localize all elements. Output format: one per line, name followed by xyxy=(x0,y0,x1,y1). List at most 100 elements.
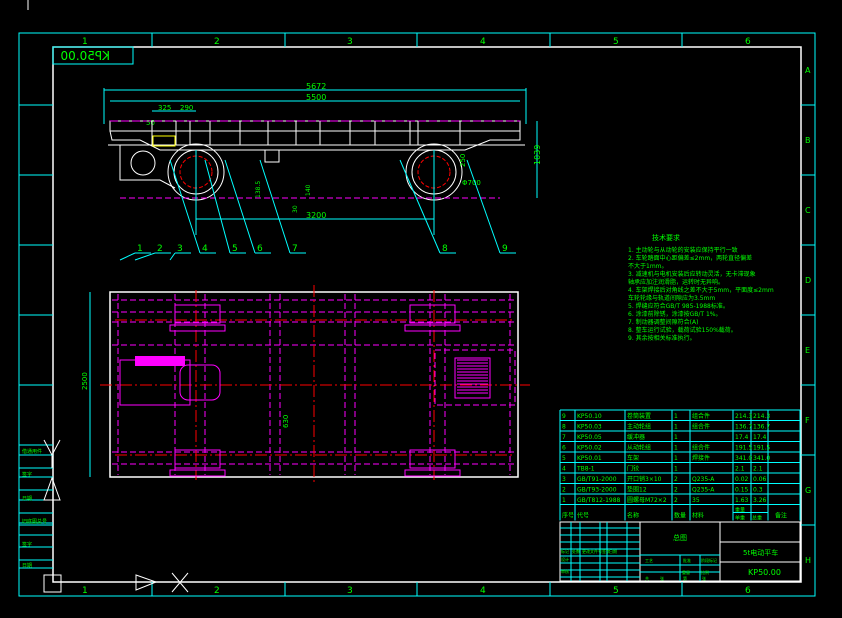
side-block-label: 日期 xyxy=(22,563,32,569)
parts-cell-mat: 组合件 xyxy=(692,423,710,431)
parts-cell-code: GB/T812-1988 xyxy=(577,497,621,504)
drawing-stroke xyxy=(264,149,280,163)
dim-325: 325 xyxy=(158,104,171,112)
dim-wheelbase: 3200 xyxy=(306,211,326,220)
grid-row-label: G xyxy=(805,486,811,495)
drawing-number: KP50.00 xyxy=(748,568,781,577)
grid-col-label: 2 xyxy=(214,37,220,47)
drawing-stroke xyxy=(130,150,156,176)
note-item: 轴承应加注润滑脂，运转时无异响。 xyxy=(628,278,724,286)
parts-cell-unit: 2.1 xyxy=(735,466,745,473)
drawing-stroke xyxy=(109,120,521,132)
parts-cell-qty: 2 xyxy=(674,497,678,504)
mirrored-code: KP50.00 xyxy=(61,49,110,63)
projection-symbol xyxy=(43,439,61,468)
title-block-label: 张 xyxy=(702,575,706,581)
parts-cell-total: 0.3 xyxy=(753,487,763,494)
balloon-label: 4 xyxy=(202,244,208,254)
drawing-stroke xyxy=(135,356,185,366)
parts-header: 材料 xyxy=(692,512,704,520)
drawing-stroke xyxy=(169,469,226,477)
side-block-label: 旧底图总号 xyxy=(22,518,47,525)
grid-row-label: E xyxy=(805,346,810,355)
grid-col-label: 4 xyxy=(480,586,486,596)
title-block-label: 重量 xyxy=(682,569,690,575)
title-block-label: 更改文件号 xyxy=(582,548,602,554)
title-block-label: 批准 xyxy=(683,557,691,563)
drawing-stroke xyxy=(454,357,491,399)
drawing-stroke xyxy=(404,324,461,332)
parts-cell-qty: 1 xyxy=(674,455,678,462)
balloon-label: 9 xyxy=(502,244,508,254)
grid-row-label: D xyxy=(805,276,811,285)
parts-cell-no: 6 xyxy=(562,445,566,452)
parts-cell-no: 7 xyxy=(562,434,566,441)
drawing-stroke xyxy=(224,159,256,254)
parts-cell-unit: 341.0 xyxy=(735,455,752,462)
parts-cell-name: 缓冲器 xyxy=(627,433,645,441)
parts-cell-name: 圆螺母M72×2 xyxy=(627,496,667,504)
parts-cell-no: 3 xyxy=(562,476,566,483)
parts-cell-code: KP50.02 xyxy=(577,445,602,452)
balloon-label: 6 xyxy=(257,244,263,254)
parts-cell-mat: Q235-A xyxy=(692,487,715,494)
parts-header: 名称 xyxy=(627,512,639,520)
title-block-label: 共 xyxy=(645,575,649,581)
drawing-stroke xyxy=(179,364,221,401)
note-item: 6. 涂漆前除锈，涂漆按GB/T 1%。 xyxy=(628,310,722,318)
drawing-stroke xyxy=(466,159,501,254)
parts-cell-name: 车架 xyxy=(627,454,639,462)
parts-cell-no: 1 xyxy=(562,497,566,504)
parts-cell-mat: 35 xyxy=(692,497,700,504)
dim-wheel-dia: Φ700 xyxy=(462,179,481,187)
parts-cell-total: 17.4 xyxy=(753,434,767,441)
title-block-label: 比例 xyxy=(701,569,709,575)
parts-cell-unit: 17.4 xyxy=(735,434,749,441)
drawing-stroke xyxy=(109,130,521,151)
title-block-label: 张 xyxy=(660,575,664,581)
parts-cell-no: 9 xyxy=(562,413,566,420)
drawing-stroke xyxy=(404,469,461,477)
dim-250: 250 xyxy=(459,154,467,167)
side-elevation-view: 5672 5500 325 290 50 3200 1039 250 Φ700 … xyxy=(103,82,542,235)
note-item: 7. 制动器调整间隙符合(A) xyxy=(628,318,698,326)
arrow-symbol xyxy=(135,574,158,591)
grid-col-label: 1 xyxy=(82,37,88,47)
product-name: 5t电动平车 xyxy=(743,548,778,557)
drawing-stroke xyxy=(259,159,291,254)
dim-140: 140 xyxy=(305,184,312,196)
balloon-label: 3 xyxy=(177,244,183,254)
grid-col-label: 1 xyxy=(82,586,88,596)
drawing-stroke xyxy=(151,121,461,145)
note-item: 车轮轮缘与轨道间隙应为3.5mm xyxy=(628,294,715,302)
grid-col-label: 3 xyxy=(347,586,353,596)
parts-cell-unit: 0.15 xyxy=(735,487,749,494)
drawing-stroke xyxy=(100,285,530,485)
parts-header: 单重 xyxy=(735,515,745,522)
grid-col-label: 2 xyxy=(214,586,220,596)
triangle-symbol xyxy=(43,476,61,501)
note-item: 5. 焊缝应符合GB/T 985-1988标准。 xyxy=(628,302,729,310)
parts-cell-code: KP50.03 xyxy=(577,424,602,431)
drawing-stroke xyxy=(204,159,231,254)
grid-row-label: A xyxy=(805,66,811,75)
drawing-stroke xyxy=(119,145,176,189)
drawing-stroke xyxy=(409,449,456,469)
parts-cell-name: 开口销3×10 xyxy=(627,475,662,483)
parts-cell-total: 136.7 xyxy=(753,424,770,431)
parts-cell-unit: 191.5 xyxy=(735,445,752,452)
title-block-label: 审核 xyxy=(561,568,569,574)
parts-cell-total: 0.06 xyxy=(753,476,767,483)
parts-cell-name: 门铰 xyxy=(627,465,639,473)
grid-row-label: H xyxy=(805,556,811,565)
title-block-label: 设计 xyxy=(561,556,569,562)
note-item: 1. 主动轮与从动轮的安装应保持平行一致 xyxy=(628,246,738,254)
drawing-stroke xyxy=(119,252,136,261)
parts-cell-mat: 组合件 xyxy=(692,412,710,420)
dim-30: 30 xyxy=(292,205,299,213)
title-block-label: 签字 xyxy=(602,548,610,554)
drawing-stroke xyxy=(169,324,226,332)
